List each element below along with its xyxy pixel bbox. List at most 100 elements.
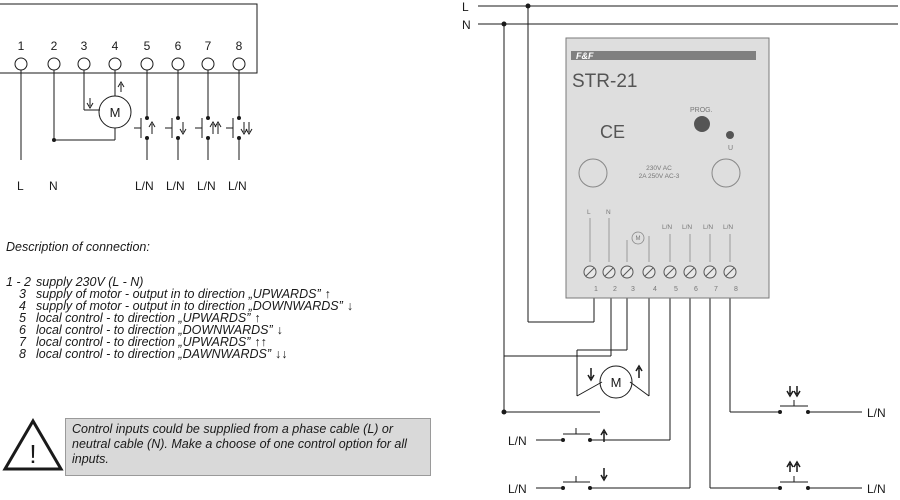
relay-terminal (201, 57, 215, 71)
left-bottom-labels: L N L/N L/N L/N L/N (17, 179, 247, 193)
relay-terminals (14, 57, 246, 71)
description-row: 7 local control - to direction „UPWARDS”↑… (6, 335, 406, 349)
device-label-ln-8: L/N (723, 224, 733, 231)
screw-slot (705, 267, 715, 277)
description-row-text: local control - to direction „DAWNWARDS” (36, 347, 272, 361)
description-row-text: supply of motor - output in to direction… (36, 299, 343, 313)
screw-slot (604, 267, 614, 277)
knob-right[interactable] (711, 158, 741, 188)
relay-box (0, 3, 258, 74)
screw-slot (685, 267, 695, 277)
device-terminal-number: 8 (734, 286, 738, 293)
direction-arrow-icon: ↓ (346, 299, 354, 313)
ce-mark: CE (600, 122, 625, 142)
device-label-ln-6: L/N (682, 224, 692, 231)
relay-terminal-number: 8 (236, 39, 243, 53)
direction-arrow-icon: ↓ (276, 323, 283, 337)
screw-slot (585, 267, 595, 277)
description-row-text: local control - to direction „UPWARDS” (36, 335, 251, 349)
screw-slot (665, 267, 675, 277)
right-wiring (478, 5, 898, 489)
description-row-number: 4 (19, 299, 26, 313)
device-terminal-numbers: 1 2 3 4 5 6 7 8 (594, 286, 738, 293)
relay-terminal-numbers: 1 2 3 4 5 6 7 8 (18, 39, 243, 53)
description-title: Description of connection: (6, 240, 150, 254)
u-label: U (728, 145, 733, 152)
bus-label-n: N (462, 18, 471, 32)
screw-slot (725, 267, 735, 277)
description-row-text: local control - to direction „DOWNWARDS” (36, 323, 273, 337)
description-row-number: 7 (19, 335, 26, 349)
svg-text:!: ! (29, 439, 36, 469)
relay-terminal (232, 57, 246, 71)
device-terminal-number: 4 (653, 286, 657, 293)
direction-arrow-icon: ↑ (324, 287, 331, 301)
label-l: L (17, 179, 24, 193)
description-row: 5 local control - to direction „UPWARDS”↑ (6, 311, 406, 325)
device-motor-label: M (636, 236, 641, 242)
direction-arrow-icon: ↑ (254, 311, 261, 325)
device-body (565, 37, 770, 299)
device-label-l: L (587, 209, 591, 216)
label-ln-6: L/N (166, 179, 185, 193)
direction-arrow-icon: ↑↑ (254, 335, 267, 349)
relay-terminal-number: 1 (18, 39, 25, 53)
brand-logo: F&F (576, 51, 594, 61)
label-n: N (49, 179, 58, 193)
direction-arrow-icon: ↓↓ (275, 347, 288, 361)
description-row-text: local control - to direction „UPWARDS” (36, 311, 251, 325)
screw-slot (644, 267, 654, 277)
screw-slot (622, 267, 632, 277)
device-terminal-number: 6 (694, 286, 698, 293)
relay-terminal-number: 2 (51, 39, 58, 53)
device-terminal-number: 1 (594, 286, 598, 293)
relay-terminal-number: 7 (205, 39, 212, 53)
relay-terminal-number: 4 (112, 39, 119, 53)
knob-left[interactable] (578, 158, 608, 188)
device-terminal-number: 2 (613, 286, 617, 293)
rating-line-1: 230V AC (646, 165, 672, 172)
relay-terminal-number: 3 (81, 39, 88, 53)
label-ln-5: L/N (135, 179, 154, 193)
relay-terminal (140, 57, 154, 71)
relay-terminal (47, 57, 61, 71)
device-model: STR-21 (572, 71, 637, 92)
relay-terminal-number: 5 (144, 39, 151, 53)
right-ln-up: L/N (508, 434, 527, 448)
relay-terminal-number: 6 (175, 39, 182, 53)
label-ln-8: L/N (228, 179, 247, 193)
description-row-number: 5 (19, 311, 26, 325)
description-row-text: supply 230V (L - N) (36, 275, 144, 289)
device-terminal-number: 7 (714, 286, 718, 293)
device-terminals (583, 265, 737, 279)
description-row-number: 6 (19, 323, 26, 337)
prog-button[interactable] (694, 116, 710, 132)
description-row: 4 supply of motor - output in to directio… (6, 299, 406, 313)
warning-icon: ! (2, 418, 64, 471)
relay-terminal (171, 57, 185, 71)
motor-label: M (110, 105, 121, 120)
description-row: 6 local control - to direction „DOWNWARDS… (6, 323, 406, 337)
device-str21: F&F STR-21 CE PROG. U 230V AC 2A 250V AC… (565, 37, 770, 299)
label-ln-7: L/N (197, 179, 216, 193)
relay-terminal (108, 57, 122, 71)
device-label-n: N (606, 209, 611, 216)
rating-line-2: 2A 250V AC-3 (639, 173, 680, 180)
description-row-text: supply of motor - output in to direction… (36, 287, 321, 301)
right-ln-upup: L/N (867, 482, 886, 496)
right-ln-down: L/N (508, 482, 527, 496)
right-ln-downdown: L/N (867, 406, 886, 420)
prog-label: PROG. (690, 107, 713, 114)
device-terminal-number: 3 (631, 286, 635, 293)
device-label-ln-5: L/N (662, 224, 672, 231)
bus-label-l: L (462, 0, 469, 14)
motor-symbol (98, 95, 132, 129)
brand-bar (571, 51, 756, 60)
device-terminal-number: 5 (674, 286, 678, 293)
